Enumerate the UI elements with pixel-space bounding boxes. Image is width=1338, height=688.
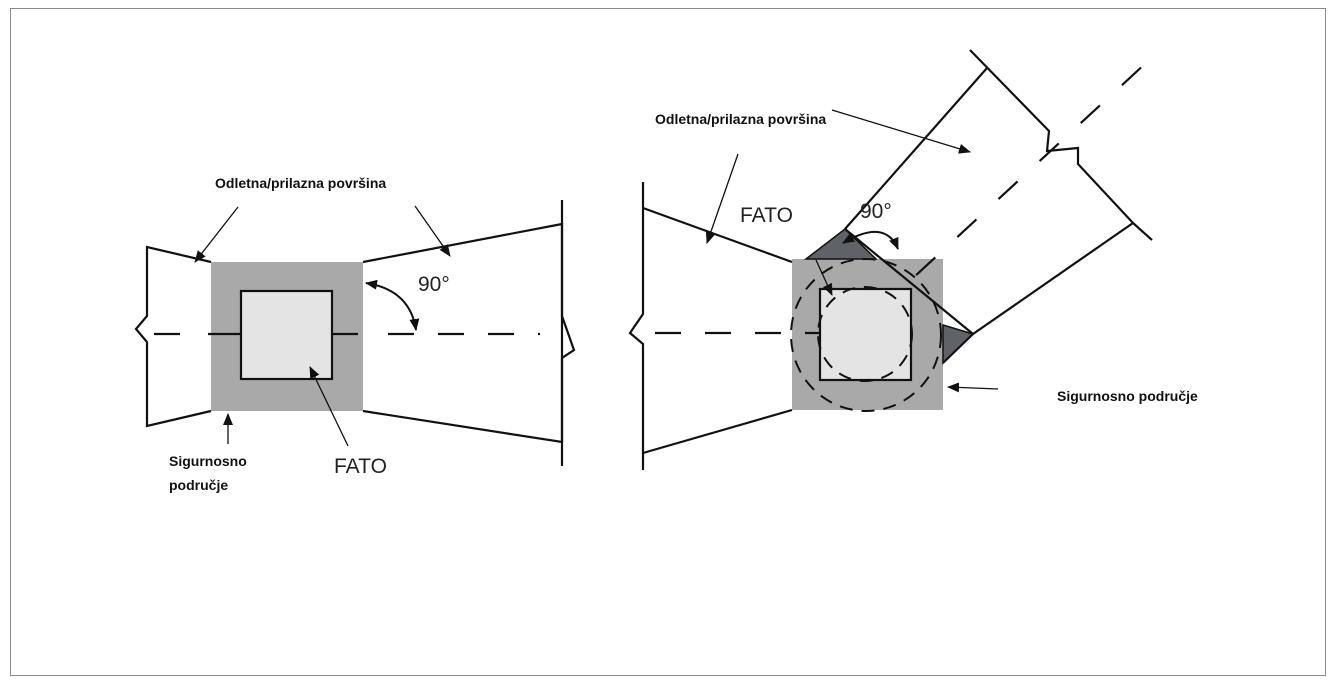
right-angle-label: 90° <box>860 200 892 223</box>
right-rotated-corridor-top <box>844 67 988 230</box>
right-fato-leader <box>815 259 833 296</box>
right-safety-label: Sigurnosno područje <box>1057 388 1198 404</box>
left-fato-label: FATO <box>334 455 387 478</box>
figure-frame <box>10 8 1326 676</box>
left-safety-label-line1: Sigurnosno <box>169 453 247 469</box>
left-corridor-outline-left <box>134 245 212 428</box>
right-panel: Odletna/prilazna površina FATO 90° Sigur… <box>628 49 1198 470</box>
left-fato-leader <box>309 366 349 447</box>
right-diagonal-edge-2 <box>942 333 974 364</box>
right-fato-square <box>818 287 913 382</box>
left-angle-arc <box>365 279 420 331</box>
right-rotated-corridor-end <box>969 49 1153 241</box>
right-safety-circle <box>790 258 942 412</box>
left-surface-label: Odletna/prilazna površina <box>215 175 386 191</box>
left-angle-label: 90° <box>418 273 450 296</box>
right-surface-leader-1 <box>705 153 739 244</box>
right-safety-leader <box>947 382 999 393</box>
right-surface-leader-2 <box>831 109 971 154</box>
left-fato-square <box>239 289 334 381</box>
left-surface-leader-1 <box>194 206 239 263</box>
right-centerline-diagonal <box>874 49 1161 314</box>
right-left-corridor-bottom <box>642 408 793 455</box>
left-panel: Odletna/prilazna površina 90° FATO Sigur… <box>134 175 576 493</box>
right-fato-circle <box>817 286 913 382</box>
right-left-corridor-end <box>628 182 645 470</box>
right-surface-label: Odletna/prilazna površina <box>655 111 826 127</box>
right-left-corridor-outline <box>642 206 793 264</box>
left-surface-leader-2 <box>414 205 451 257</box>
left-safety-label-line2: područje <box>169 477 228 493</box>
right-rotated-corridor-bottom <box>972 222 1134 335</box>
right-fato-label: FATO <box>740 204 793 227</box>
right-angle-arc <box>842 230 899 250</box>
